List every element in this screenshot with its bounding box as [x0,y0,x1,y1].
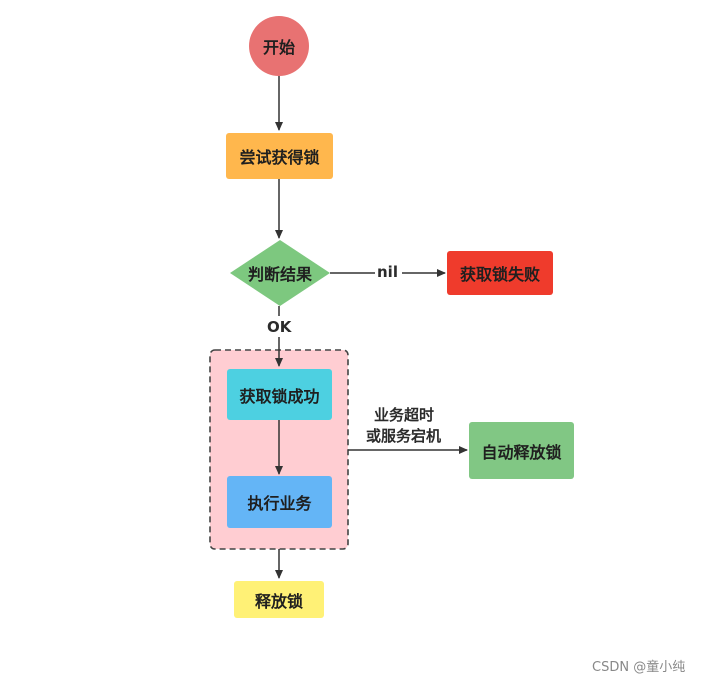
edge-label-nil: nil [377,263,398,281]
edge-label-timeout-line1: 业务超时 [374,406,435,424]
success-node: 获取锁成功 [227,369,332,420]
business-label: 执行业务 [247,494,312,513]
edge-label-ok: OK [267,318,292,336]
fail-node: 获取锁失败 [447,251,553,295]
auto-release-node: 自动释放锁 [469,422,574,479]
business-node: 执行业务 [227,476,332,528]
fail-label: 获取锁失败 [459,265,540,284]
start-circle [249,16,309,76]
try-lock-node: 尝试获得锁 [226,133,333,179]
start-label: 开始 [262,38,295,57]
success-label: 获取锁成功 [239,386,320,406]
try-lock-label: 尝试获得锁 [239,148,320,167]
edge-label-timeout-line2: 或服务宕机 [366,427,442,445]
watermark: CSDN @童小纯 [592,660,686,675]
judge-label: 判断结果 [247,265,312,284]
judge-diamond [230,240,330,306]
judge-node: 判断结果 [230,257,330,289]
auto-release-label: 自动释放锁 [481,442,562,462]
release-node: 释放锁 [234,581,324,618]
release-label: 释放锁 [254,591,303,611]
start-node: 开始 [249,16,309,76]
